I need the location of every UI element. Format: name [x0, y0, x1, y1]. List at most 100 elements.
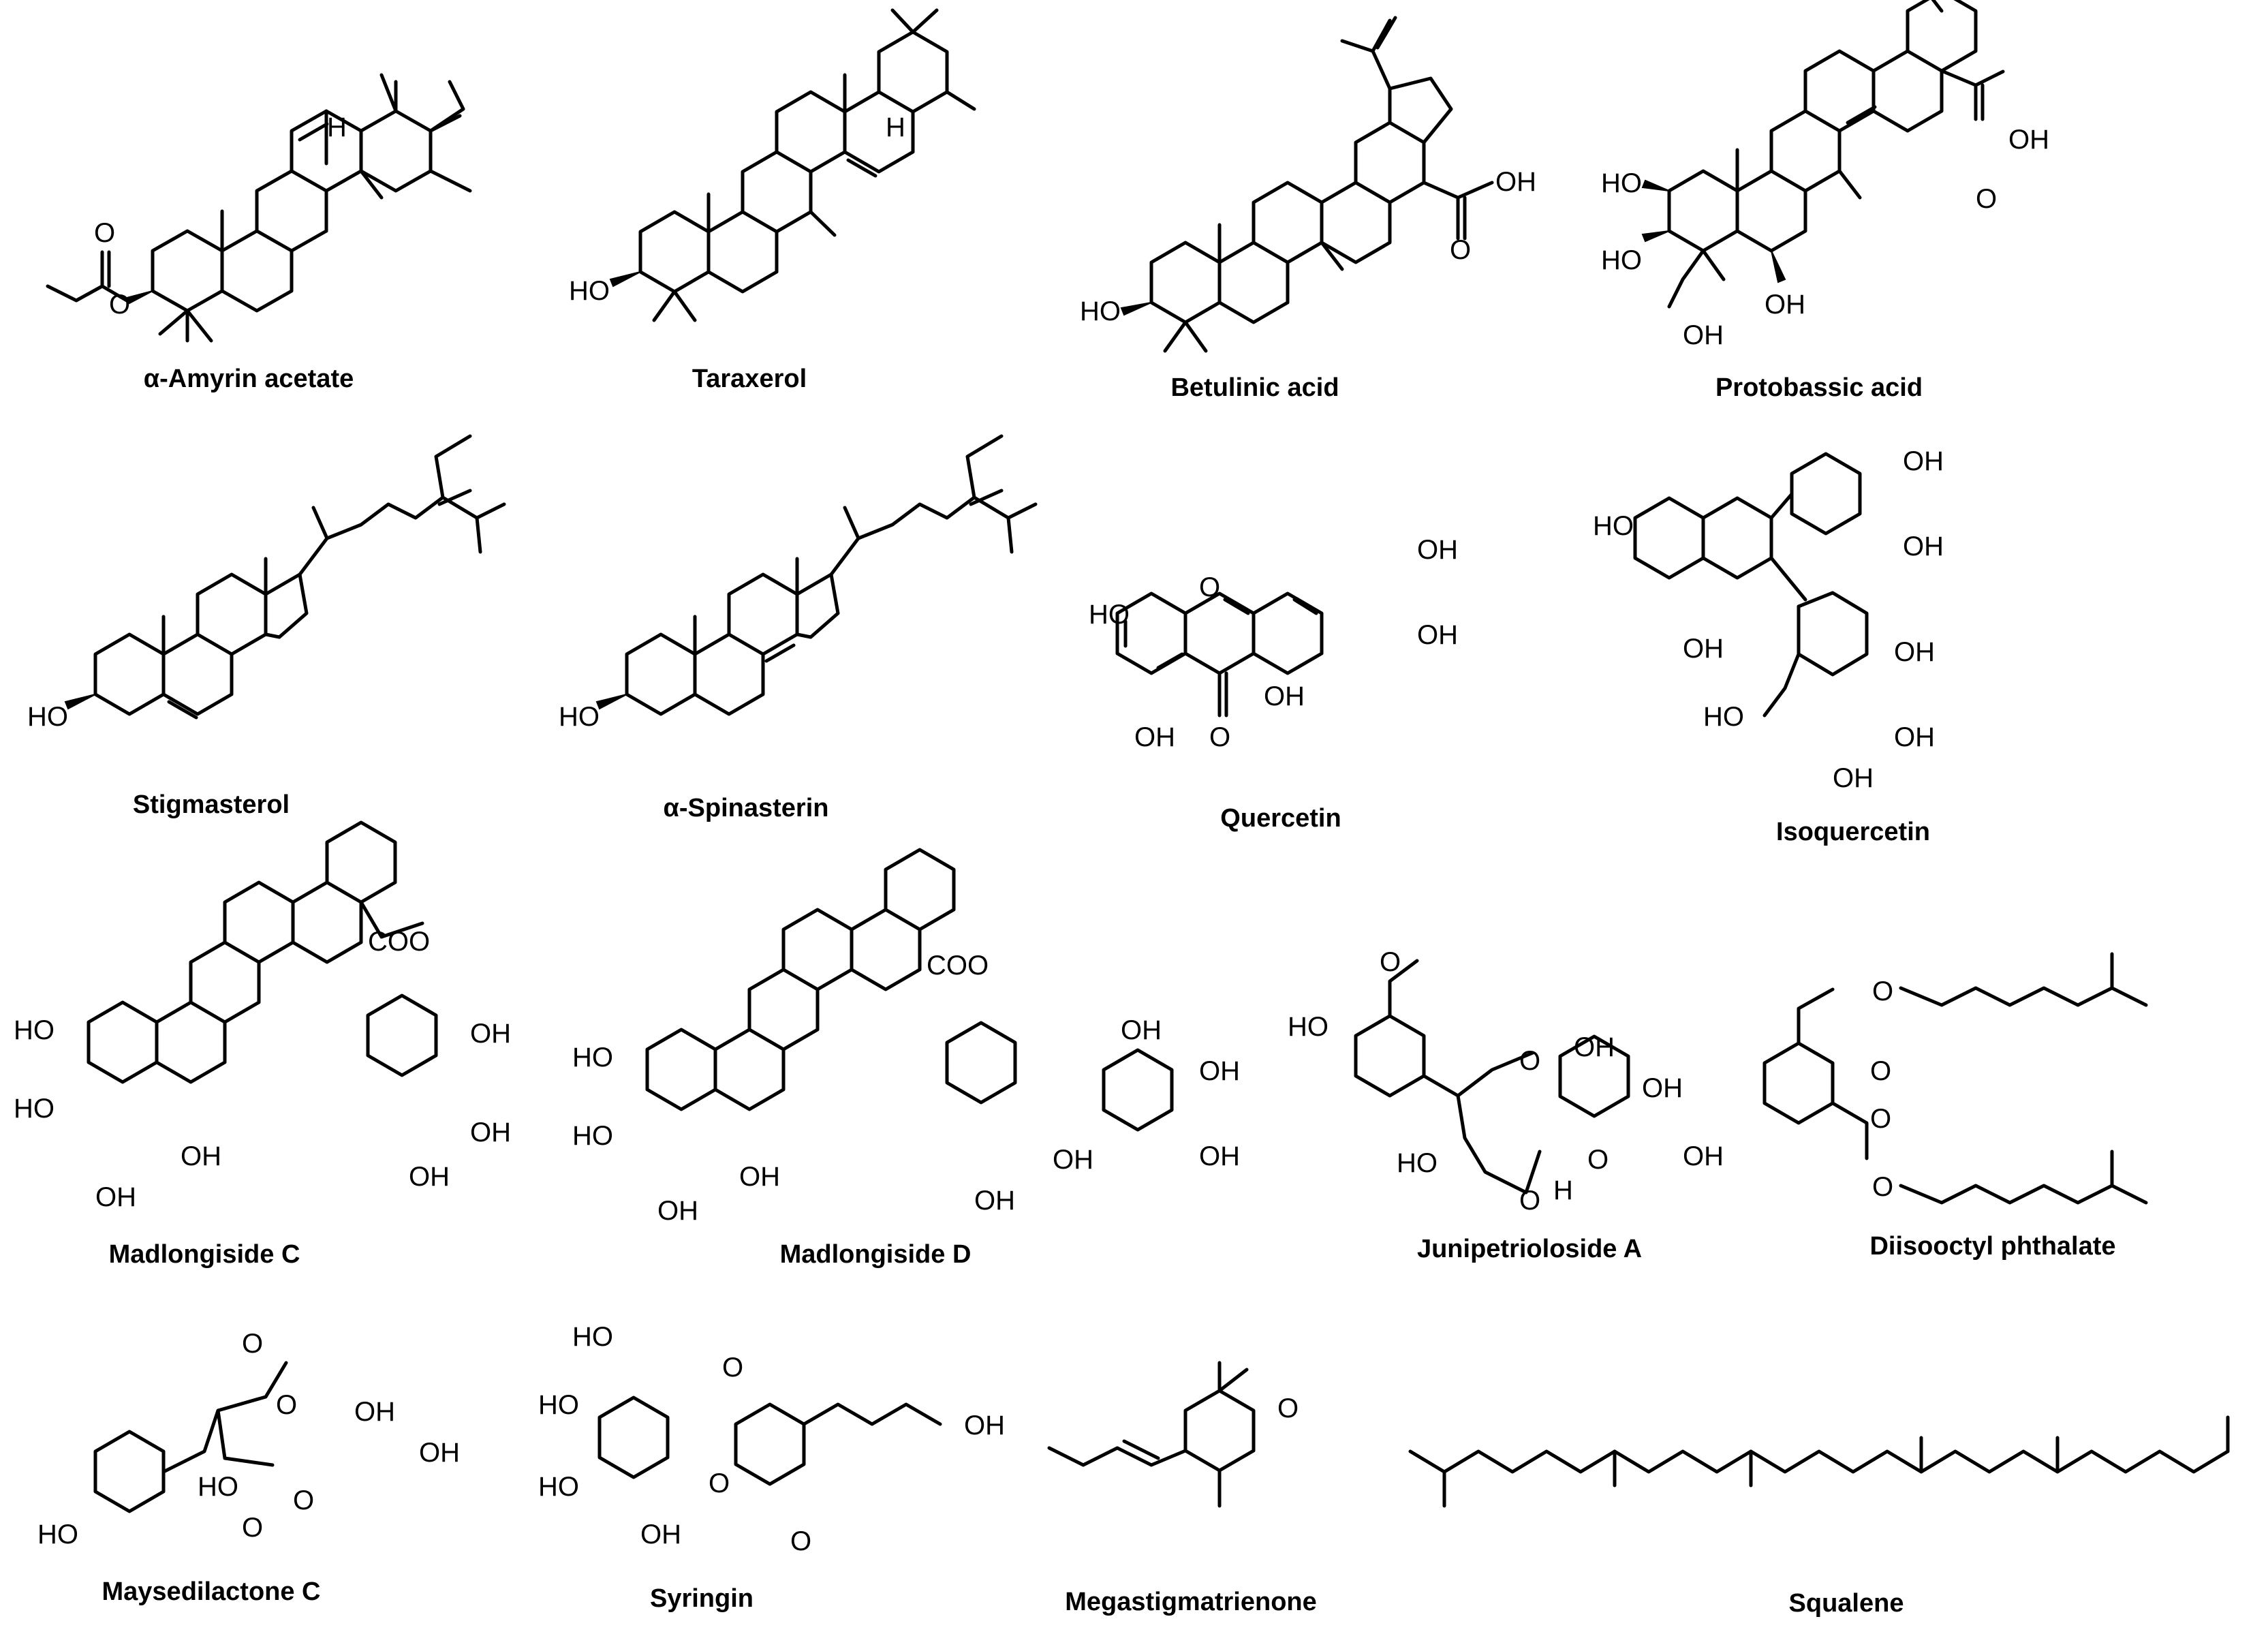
caption-diisooctyl-phthalate: Diisooctyl phthalate — [1869, 1232, 2116, 1261]
atom-oh: OH — [1833, 763, 1874, 793]
atom-ho: HO — [1089, 600, 1130, 630]
atom-oh: OH — [1903, 531, 1944, 561]
structure-protobassic-acid: HO HO OH OH OH O — [1601, 0, 2049, 350]
atom-oh: OH — [1642, 1073, 1683, 1103]
atom-o: O — [1870, 1056, 1891, 1086]
atom-o: O — [1872, 976, 1893, 1006]
atom-oh: OH — [1574, 1032, 1615, 1062]
atom-o: O — [293, 1485, 314, 1515]
atom-o: O — [1976, 184, 1997, 214]
atom-oh: OH — [470, 1019, 511, 1049]
atom-o: O — [1209, 722, 1230, 752]
atom-oh: OH — [739, 1162, 780, 1192]
atom-o: O — [1519, 1186, 1540, 1216]
structure-betulinic-acid: HO OH O — [1080, 16, 1536, 353]
atom-oh: OH — [974, 1186, 1015, 1216]
atom-ho: HO — [559, 702, 600, 732]
atom-ho: HO — [14, 1094, 55, 1124]
atom-ho: HO — [1397, 1148, 1438, 1178]
atom-ho: HO — [14, 1015, 55, 1045]
caption-stigmasterol: Stigmasterol — [132, 790, 290, 819]
caption-syringin: Syringin — [649, 1584, 754, 1613]
atom-oh: OH — [1765, 290, 1805, 320]
structure-alpha-spinasterin: HO — [559, 434, 1038, 732]
atom-oh: OH — [1683, 320, 1724, 350]
atom-oh: OH — [409, 1162, 450, 1192]
structure-madlongiside-c: HO HO OH OH COO OH OH OH — [14, 820, 511, 1212]
atom-o: O — [790, 1526, 811, 1556]
atom-oh: OH — [95, 1182, 136, 1212]
atom-o: O — [709, 1468, 730, 1498]
atom-ho: HO — [27, 702, 68, 732]
atom-oh: OH — [1121, 1015, 1162, 1045]
atom-oh: OH — [1199, 1056, 1240, 1086]
atom-h: H — [1553, 1175, 1573, 1205]
structure-stigmasterol: HO — [27, 434, 506, 732]
atom-oh: OH — [1264, 681, 1305, 711]
atom-o: O — [1519, 1046, 1540, 1076]
atom-ho: HO — [572, 1121, 613, 1151]
atom-o: O — [1199, 572, 1220, 602]
atom-o: O — [276, 1390, 297, 1420]
atom-o: O — [242, 1513, 263, 1543]
atom-oh: OH — [1683, 1141, 1724, 1171]
structure-squalene — [1408, 1415, 2230, 1508]
caption-megastigmatrienone: Megastigmatrienone — [1065, 1588, 1317, 1616]
caption-alpha-spinasterin: α-Spinasterin — [663, 794, 829, 822]
atom-oh: OH — [354, 1397, 395, 1427]
caption-madlongiside-c: Madlongiside C — [108, 1240, 300, 1269]
atom-o: O — [94, 218, 115, 248]
atom-oh: OH — [1053, 1145, 1093, 1175]
structure-megastigmatrienone: O — [1047, 1361, 1299, 1508]
structure-diisooctyl-phthalate: O O O O — [1762, 952, 2148, 1205]
atom-oh: OH — [419, 1438, 460, 1468]
atom-h: H — [327, 112, 347, 142]
atom-ho: HO — [572, 1043, 613, 1073]
atom-o: O — [722, 1353, 743, 1383]
atom-coo: COO — [927, 951, 989, 981]
atom-oh: OH — [2008, 125, 2049, 155]
atom-ho: HO — [198, 1472, 238, 1502]
atom-coo: COO — [368, 927, 430, 957]
caption-protobassic-acid: Protobassic acid — [1715, 373, 1923, 402]
structure-quercetin: HO OH O O OH OH OH — [1089, 535, 1458, 752]
caption-betulinic-acid: Betulinic acid — [1170, 373, 1339, 402]
atom-oh: OH — [1894, 637, 1935, 667]
atom-oh: OH — [1683, 634, 1724, 664]
structure-syringin: HO HO HO OH O O O OH — [538, 1322, 1005, 1556]
caption-madlongiside-d: Madlongiside D — [779, 1240, 972, 1269]
atom-oh: OH — [1495, 167, 1536, 197]
atom-ho: HO — [1080, 296, 1121, 326]
atom-ho: HO — [538, 1390, 579, 1420]
atom-ho: HO — [1601, 245, 1642, 275]
atom-oh: OH — [1903, 446, 1944, 476]
caption-quercetin: Quercetin — [1220, 804, 1341, 833]
atom-oh: OH — [470, 1117, 511, 1147]
atom-o: O — [1450, 235, 1471, 265]
atom-oh: OH — [1894, 722, 1935, 752]
caption-squalene: Squalene — [1788, 1589, 1904, 1618]
structure-maysedilactone-c: O O OH OH HO O O HO — [37, 1329, 460, 1550]
atom-o: O — [109, 290, 130, 320]
atom-oh: OH — [1417, 535, 1458, 565]
atom-o: O — [1277, 1393, 1299, 1423]
atom-o: O — [242, 1329, 263, 1359]
atom-oh: OH — [657, 1196, 698, 1226]
atom-o: O — [1872, 1172, 1893, 1202]
atom-ho: HO — [572, 1322, 613, 1352]
structure-alpha-amyrin-acetate: O O H — [46, 73, 472, 343]
structure-junipetrioloside-a: HO O O OH OH HO O O H OH — [1288, 947, 1724, 1216]
atom-ho: HO — [1601, 168, 1642, 198]
atom-h: H — [886, 112, 905, 142]
atom-ho: HO — [538, 1472, 579, 1502]
atom-oh: OH — [181, 1141, 221, 1171]
atom-o: O — [1870, 1104, 1891, 1134]
atom-oh: OH — [1134, 722, 1175, 752]
caption-alpha-amyrin-acetate: α-Amyrin acetate — [143, 365, 354, 393]
caption-isoquercetin: Isoquercetin — [1776, 818, 1930, 846]
structure-taraxerol: HO H — [569, 8, 976, 322]
atom-ho: HO — [1288, 1012, 1329, 1042]
atom-ho: HO — [569, 276, 610, 306]
